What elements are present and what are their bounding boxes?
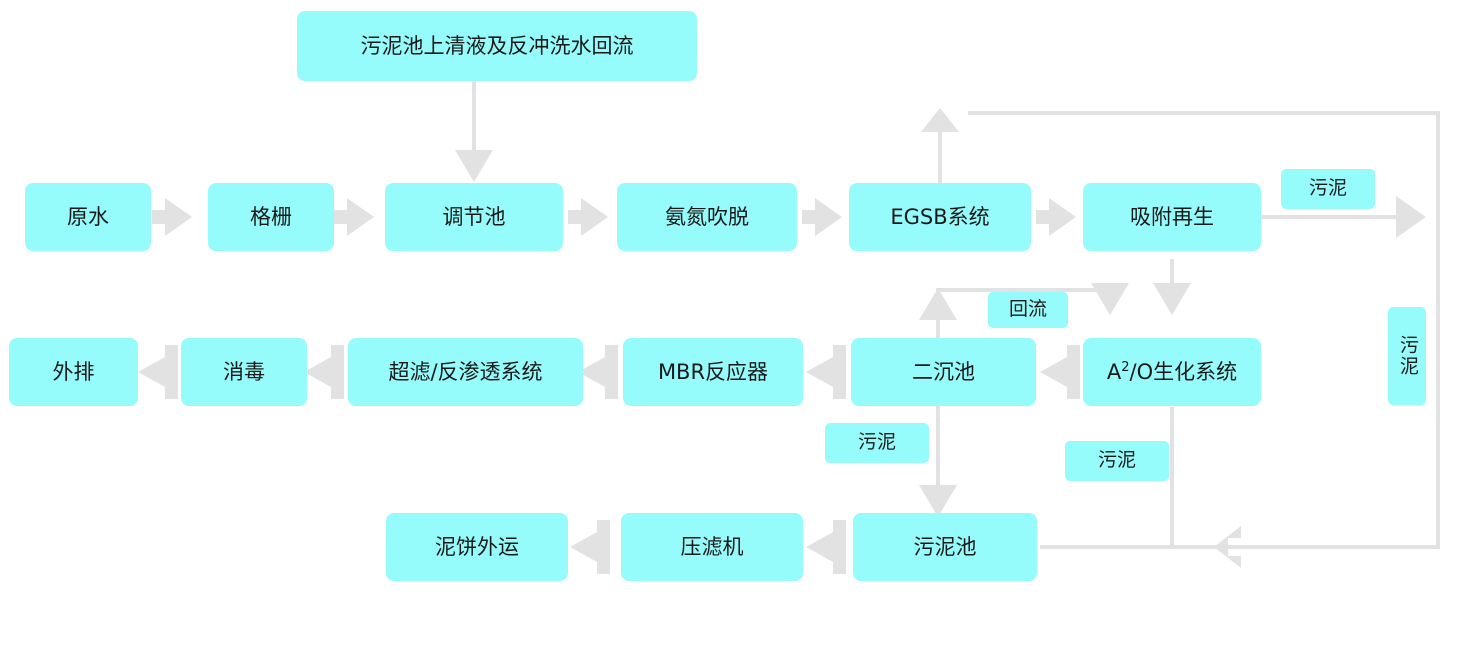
label-sludge-top-right: 污泥: [1281, 169, 1375, 209]
label-reflux: 回流: [988, 292, 1068, 328]
node-grille[interactable]: 格栅: [208, 183, 334, 251]
arrowhead-right-4: [802, 198, 842, 236]
node-ammonia-stripping[interactable]: 氨氮吹脱: [617, 183, 797, 251]
node-label: 污泥池上清液及反冲洗水回流: [360, 33, 634, 58]
ao-prefix: A: [1106, 359, 1122, 384]
ao-suffix: /O生化系统: [1129, 359, 1238, 384]
node-secondary-clarifier[interactable]: 二沉池: [851, 338, 1036, 406]
arrowhead-left-2: [806, 345, 846, 399]
node-label-ao: A2/O生化系统: [1107, 359, 1237, 385]
arrowhead-up-egsb: [921, 108, 959, 132]
node-mbr-reactor[interactable]: MBR反应器: [623, 338, 803, 406]
node-label: 污泥: [1097, 449, 1136, 472]
node-label: 污泥: [857, 431, 896, 454]
arrowhead-right-5: [1036, 198, 1076, 236]
arrowhead-left-7: [570, 520, 610, 574]
arrowhead-down-regulation: [455, 150, 493, 182]
node-label: 污泥: [1396, 335, 1419, 377]
node-sludge-pool[interactable]: 污泥池: [853, 513, 1037, 581]
node-label: 格栅: [250, 204, 292, 229]
node-regulation-tank[interactable]: 调节池: [385, 183, 563, 251]
node-egsb-system[interactable]: EGSB系统: [849, 183, 1031, 251]
arrowhead-left-3: [578, 345, 618, 399]
node-label: 回流: [1008, 298, 1047, 321]
node-label: 消毒: [223, 359, 265, 384]
arrowhead-right-sludge-out: [1396, 196, 1426, 238]
node-label: 超滤/反渗透系统: [388, 359, 543, 384]
node-adsorption-regeneration[interactable]: 吸附再生: [1083, 183, 1261, 251]
label-sludge-clarifier: 污泥: [825, 423, 929, 463]
ao-superscript: 2: [1121, 359, 1130, 375]
arrowhead-right-2: [334, 198, 374, 236]
node-ao-biochemical-system[interactable]: A2/O生化系统: [1083, 338, 1261, 406]
node-label: 泥饼外运: [435, 534, 519, 559]
label-sludge-ao: 污泥: [1065, 441, 1169, 481]
node-disinfection[interactable]: 消毒: [181, 338, 307, 406]
arrowhead-down-ao: [1153, 283, 1191, 315]
node-label: 二沉池: [912, 359, 975, 384]
node-label: 原水: [67, 204, 109, 229]
node-discharge[interactable]: 外排: [9, 338, 138, 406]
arrowhead-right-3: [568, 198, 608, 236]
node-recycle-top[interactable]: 污泥池上清液及反冲洗水回流: [297, 11, 697, 81]
edge-ao-to-sludge-pool: [1170, 407, 1225, 549]
node-label: EGSB系统: [890, 204, 990, 229]
node-label: 调节池: [442, 204, 506, 229]
label-sludge-right-vertical: 污泥: [1388, 307, 1426, 405]
arrowhead-left-sludge-pool: [1214, 526, 1241, 568]
node-label: MBR反应器: [657, 359, 769, 384]
node-label: 污泥: [1308, 177, 1347, 200]
arrowhead-left-6: [806, 520, 846, 574]
arrowhead-left-5: [138, 345, 178, 399]
arrowhead-left-1: [1040, 345, 1080, 399]
arrowhead-left-4: [304, 345, 344, 399]
node-uf-ro-system[interactable]: 超滤/反渗透系统: [348, 338, 583, 406]
node-label: 压滤机: [680, 534, 744, 559]
arrowhead-down-reflux-ao: [1091, 283, 1129, 315]
node-filter-press[interactable]: 压滤机: [621, 513, 803, 581]
node-raw-water[interactable]: 原水: [25, 183, 151, 251]
arrowhead-up-reflux: [919, 288, 957, 320]
node-label: 外排: [52, 359, 95, 384]
node-label: 氨氮吹脱: [665, 204, 749, 229]
arrowhead-right-1: [152, 198, 192, 236]
node-cake-transport[interactable]: 泥饼外运: [386, 513, 568, 581]
node-label: 污泥池: [913, 534, 977, 559]
node-label: 吸附再生: [1130, 204, 1214, 229]
